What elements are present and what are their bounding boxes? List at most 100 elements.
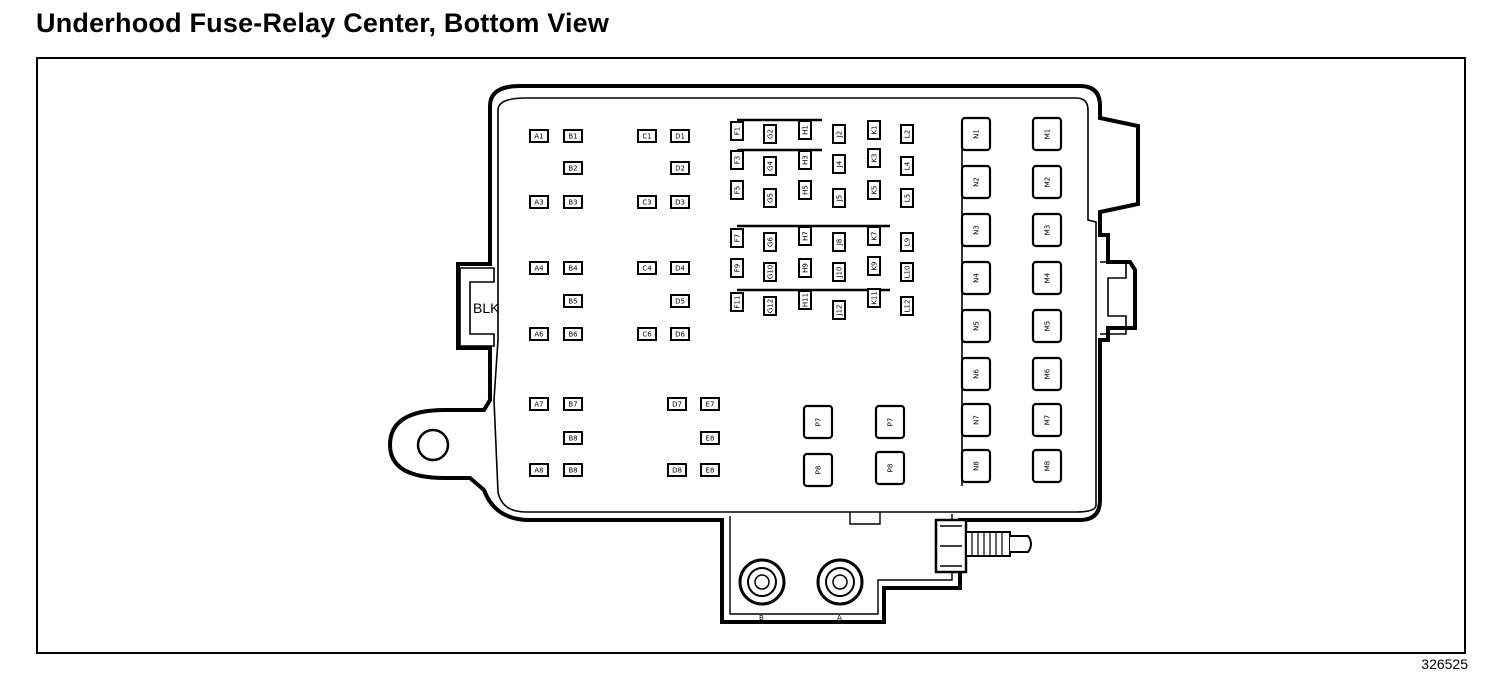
terminal-d7: D7 [667,397,687,411]
stud-a: A [816,558,864,622]
terminal-label: J8 [836,239,844,247]
terminal-label: J12 [836,305,844,317]
terminal-label: B3 [568,199,577,207]
terminal-label: H9 [802,263,810,273]
terminal-cavity [670,161,690,175]
terminal-cavity [900,232,914,252]
terminal-cavity [798,290,812,310]
terminal-d2: D2 [670,161,690,175]
terminal-h3: H3 [798,150,812,170]
terminal-a4: A4 [529,261,549,275]
terminal-label: D6 [675,331,685,339]
terminal-j4: J4 [832,154,846,174]
terminal-label: J2 [836,131,844,139]
stud-a-label: A [837,614,842,622]
relay-cavity [960,402,992,438]
terminal-label: H7 [802,231,810,241]
relay-p7a: P7 [802,404,834,440]
mounting-hole [416,428,450,462]
terminal-cavity [563,294,583,308]
terminal-d3: D3 [670,195,690,209]
terminal-label: L2 [904,130,912,138]
terminal-cavity [670,327,690,341]
terminal-cavity [798,226,812,246]
terminal-cavity [529,327,549,341]
terminal-cavity [637,261,657,275]
terminal-label: A7 [534,401,543,409]
relay-m3: M3 [1031,212,1063,248]
relay-cavity [1031,212,1063,248]
relay-cavity [1031,402,1063,438]
terminal-label: H1 [802,125,810,135]
terminal-cavity [832,232,846,252]
terminal-f7: F7 [730,228,744,248]
terminal-label: C1 [642,133,651,141]
terminal-label: D7 [672,401,682,409]
terminal-j10: J10 [832,262,846,282]
relay-label: N8 [973,461,981,471]
terminal-cavity [730,228,744,248]
terminal-label: B5 [568,298,577,306]
relay-m7: M7 [1031,402,1063,438]
terminal-label: L5 [904,194,912,202]
terminal-a7: A7 [529,397,549,411]
terminal-g4: G4 [763,156,777,176]
terminal-cavity [798,120,812,140]
terminal-b4: B4 [563,261,583,275]
terminal-label: A4 [534,265,544,273]
terminal-label: L12 [904,300,912,313]
terminal-cavity [670,294,690,308]
terminal-label: D1 [675,133,685,141]
terminal-b3: B3 [563,195,583,209]
terminal-l9: L9 [900,232,914,252]
relay-cavity [874,404,906,440]
terminal-a8: A8 [529,463,549,477]
terminal-cavity [832,300,846,320]
relay-m6: M6 [1031,356,1063,392]
terminal-label: J4 [836,160,844,168]
terminal-j2: J2 [832,124,846,144]
terminal-cavity [867,288,881,308]
relay-n6: N6 [960,356,992,392]
terminal-cavity [900,124,914,144]
terminal-cavity [670,261,690,275]
housing-inner-outline [493,97,1097,513]
right-latch [1100,261,1127,335]
relay-label: P8 [887,464,895,473]
stud-b: B [738,558,786,622]
relay-label: P8 [815,466,823,475]
terminal-cavity [667,463,687,477]
terminal-label: J10 [836,267,844,279]
terminal-label: D4 [675,265,685,273]
terminal-k9: K9 [867,256,881,276]
terminal-d8: D8 [667,463,687,477]
terminal-k3: K3 [867,148,881,168]
side-bolt [934,518,1032,574]
terminal-cavity [667,397,687,411]
relay-n1: N1 [960,116,992,152]
terminal-cavity [529,463,549,477]
terminal-label: K9 [871,261,879,270]
relay-m4: M4 [1031,260,1063,296]
terminal-cavity [670,129,690,143]
relay-cavity [960,260,992,296]
terminal-label: G5 [767,193,775,203]
terminal-label: G4 [767,161,775,171]
relay-cavity [1031,448,1063,484]
terminal-j12: J12 [832,300,846,320]
relay-cavity [874,450,906,486]
terminal-cavity [730,258,744,278]
terminal-k11: K11 [867,288,881,308]
terminal-cavity [637,327,657,341]
terminal-cavity [763,124,777,144]
terminal-cavity [637,195,657,209]
relay-label: N1 [973,129,981,139]
relay-cavity [960,164,992,200]
relay-p8: P8 [874,450,906,486]
relay-n2: N2 [960,164,992,200]
terminal-f3: F3 [730,150,744,170]
terminal-label: E8 [706,467,715,475]
relay-label: M4 [1044,272,1052,283]
terminal-label: B7 [568,401,577,409]
